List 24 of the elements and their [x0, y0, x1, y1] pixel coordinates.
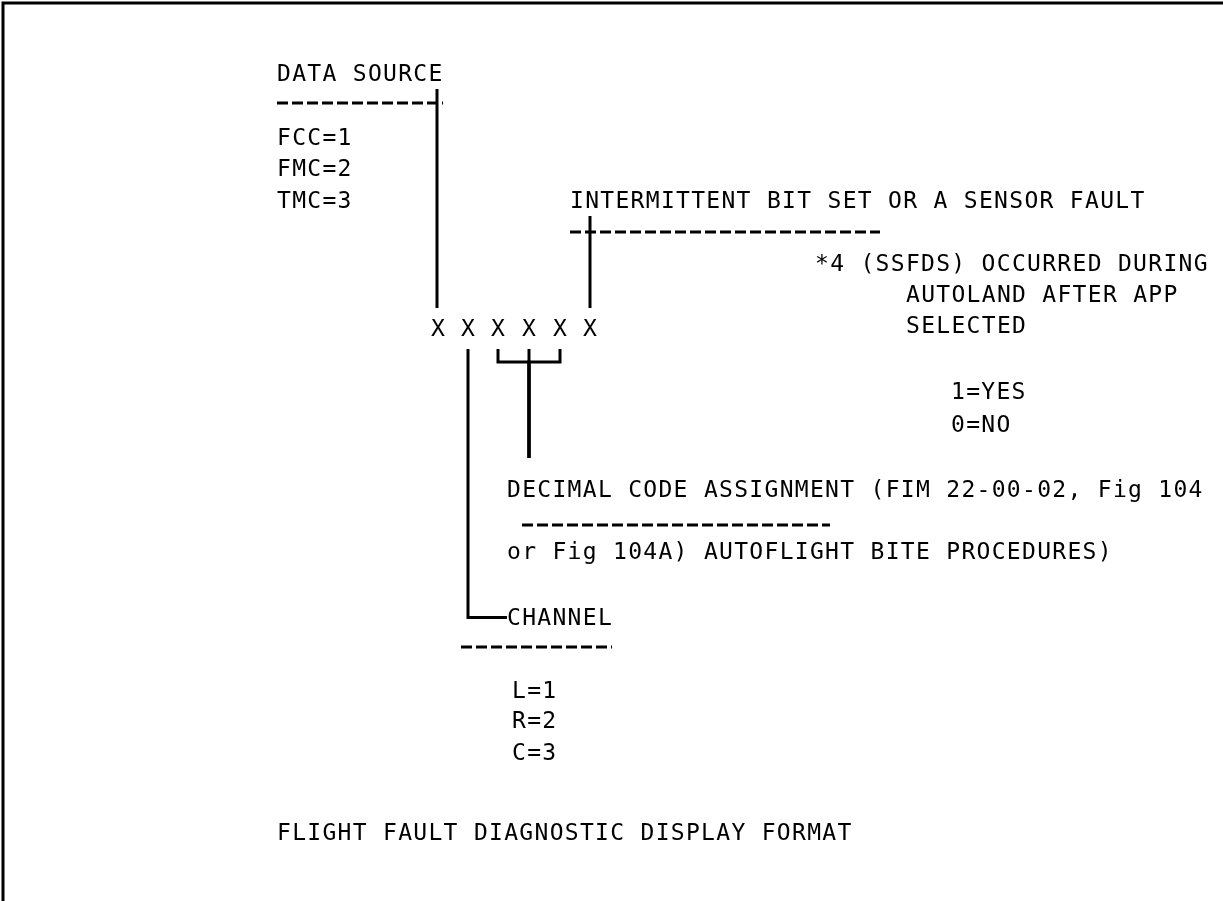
note-text: L=1 — [512, 676, 558, 705]
note-text: R=2 — [512, 706, 558, 735]
leader-line — [588, 216, 592, 308]
heading-label: DECIMAL CODE ASSIGNMENT (FIM 22-00-02, Fig 104 or Fig 104A) AUTOFLIGHT BITE PROCEDURES) — [507, 458, 1223, 582]
note-text: *4 (SSFDS) OCCURRED DURING AUTOLAND AFTER APP SELECTED — [815, 249, 1210, 340]
code-character: X — [576, 308, 606, 349]
code-character: X — [484, 308, 514, 349]
note-text: C=3 — [512, 738, 558, 767]
note-text: FMC=2 — [277, 154, 353, 183]
heading-label: DATA SOURCE — [277, 58, 444, 89]
code-character: X — [454, 308, 484, 349]
leader-line — [527, 349, 562, 458]
leader-line — [466, 349, 507, 619]
note-text: 0=NO — [951, 410, 1012, 439]
caption: FLIGHT FAULT DIAGNOSTIC DISPLAY FORMAT — [277, 818, 853, 847]
note-text: 1=YES — [951, 377, 1027, 406]
note-text: TMC=3 — [277, 186, 353, 215]
code-character: X — [546, 308, 576, 349]
code-character: X — [515, 308, 545, 349]
leader-line — [435, 89, 439, 308]
code-character: X — [424, 308, 454, 349]
note-text: FCC=1 — [277, 123, 353, 152]
heading-label: CHANNEL — [507, 602, 614, 633]
heading-label: INTERMITTENT BIT SET OR A SENSOR FAULT — [570, 185, 1146, 216]
